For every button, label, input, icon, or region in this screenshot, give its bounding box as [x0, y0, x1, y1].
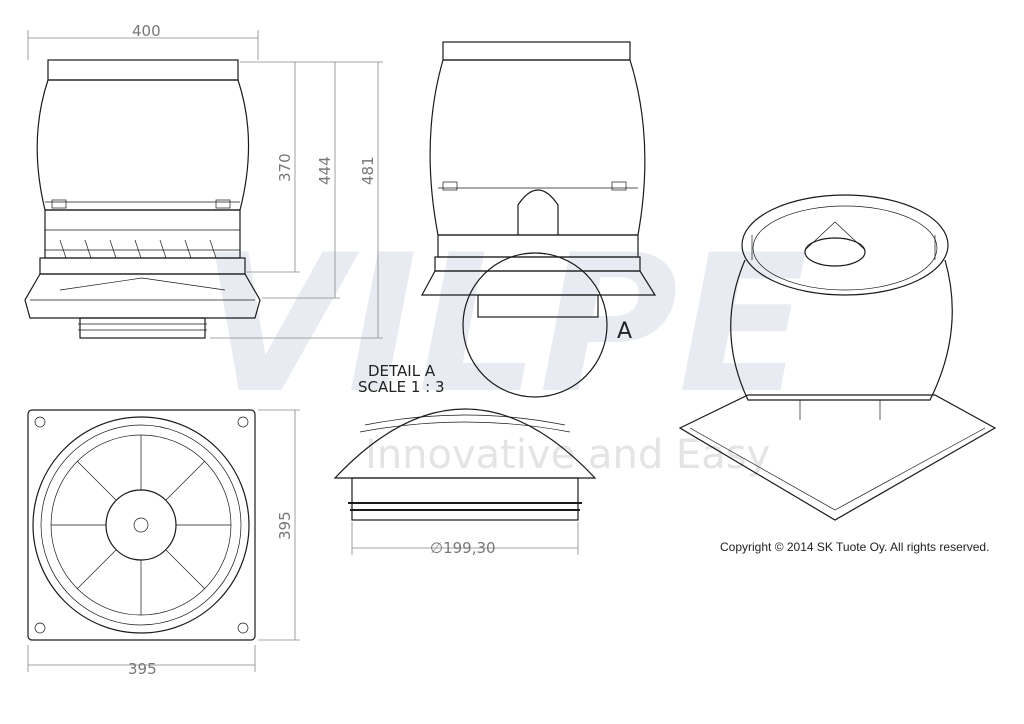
dim-width-400: 400 [132, 22, 161, 40]
dim-370: 370 [276, 153, 294, 182]
isometric-view [678, 194, 997, 521]
watermark-brand: VILPE [200, 214, 808, 435]
detail-scale: SCALE 1 : 3 [358, 378, 445, 396]
dim-top-height-395: 395 [276, 511, 294, 540]
dimension-lines: 400 370 444 481 [27, 22, 383, 339]
copyright-text: Copyright © 2014 SK Tuote Oy. All rights… [720, 540, 990, 554]
front-view [24, 59, 261, 339]
dim-diameter: ∅199,30 [430, 539, 496, 557]
dim-444: 444 [316, 156, 334, 185]
detail-marker: A [617, 319, 632, 344]
watermark-slogan: Innovative and Easy [365, 432, 770, 478]
top-view: 395 395 [27, 409, 300, 678]
dim-481: 481 [359, 156, 377, 185]
detail-title: DETAIL A [368, 362, 436, 380]
side-view: A [420, 41, 657, 398]
dim-top-width-395: 395 [128, 660, 157, 678]
detail-circle [462, 252, 608, 398]
detail-a-view: DETAIL A SCALE 1 : 3 ∅199,30 [333, 362, 597, 557]
